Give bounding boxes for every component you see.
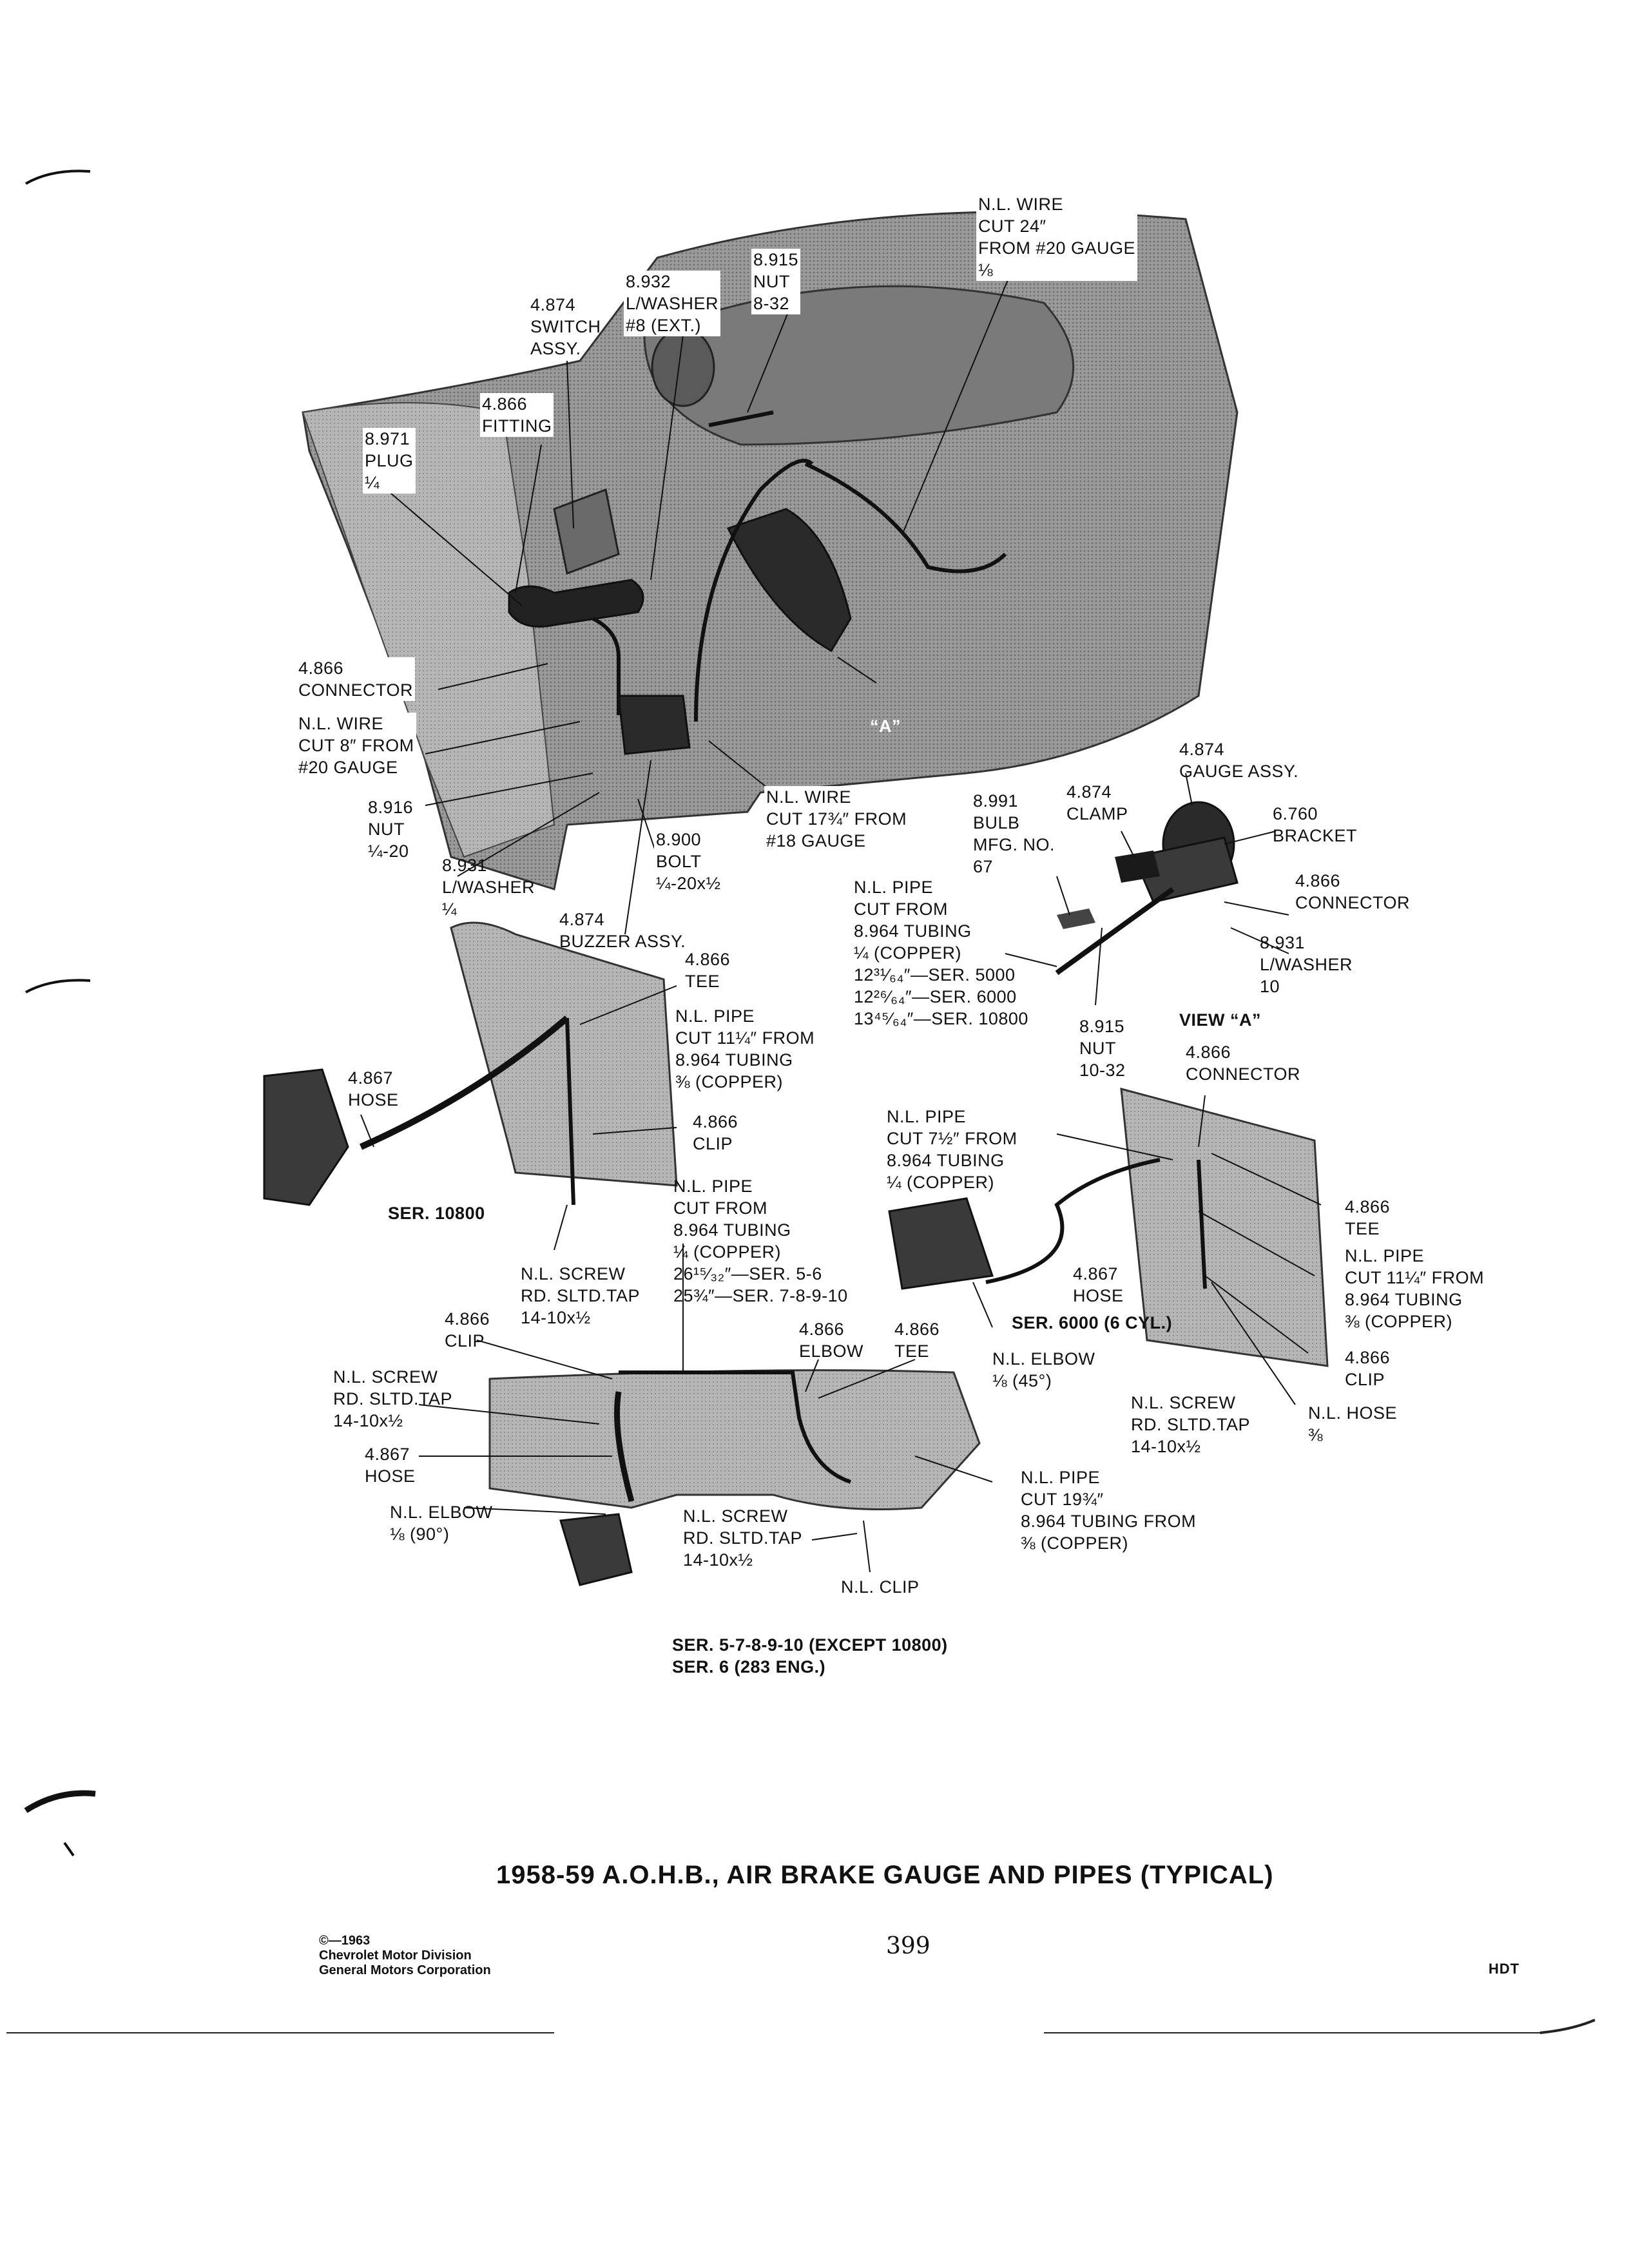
label-hose-4867-6000: 4.867 HOSE [1073, 1264, 1124, 1305]
label-buzzer-4874: 4.874 BUZZER ASSY. [559, 910, 686, 951]
label-nl-screw-10800: N.L. SCREW RD. SLTD.TAP 14-10x½ [521, 1264, 641, 1327]
bulb-detail [1057, 908, 1095, 929]
label-nl-wire-8: N.L. WIRE CUT 8″ FROM #20 GAUGE [296, 713, 416, 778]
label-clamp-4874: 4.874 CLAMP [1066, 782, 1128, 823]
gauge-bezel-a [726, 508, 852, 653]
gauge-bracket-detail [1132, 836, 1239, 903]
footer-copyright: ©—1963 [319, 1934, 371, 1948]
label-bracket-6760: 6.760 BRACKET [1273, 804, 1358, 845]
label-nl-pipe-1114-6000: N.L. PIPE CUT 11¼″ FROM 8.964 TUBING ⅜ (… [1345, 1246, 1485, 1331]
label-view-a-title: VIEW “A” [1179, 1010, 1262, 1030]
dashboard-illustration [302, 211, 1239, 890]
buzzer-body [617, 695, 691, 755]
ser-10800-hose [359, 1015, 570, 1150]
label-tee-4866-6000: 4.866 TEE [1345, 1197, 1391, 1238]
label-nut-8916: 8.916 NUT ¼-20 [366, 796, 416, 862]
label-ser-6000: SER. 6000 (6 CYL.) [1012, 1313, 1173, 1332]
label-nl-pipe-cut-from: N.L. PIPE CUT FROM 8.964 TUBING ¼ (COPPE… [673, 1177, 848, 1305]
label-nl-pipe-1934: N.L. PIPE CUT 19¾″ 8.964 TUBING FROM ⅜ (… [1021, 1468, 1197, 1553]
label-hose-4867-lower: 4.867 HOSE [365, 1445, 416, 1486]
label-lwasher-8931-left: 8.931 L/WASHER ¼ [442, 856, 535, 919]
bottom-rules [6, 2019, 1595, 2034]
label-connector-4866-6000: 4.866 CONNECTOR [1186, 1043, 1301, 1084]
label-elbow-4866: 4.866 ELBOW [799, 1320, 864, 1361]
label-clip-4866-10800: 4.866 CLIP [691, 1111, 740, 1155]
ser-10800-panel [450, 921, 678, 1187]
lower-valve [559, 1513, 633, 1586]
gauge-opening [651, 327, 715, 407]
label-nl-pipe-1114-10800: N.L. PIPE CUT 11¼″ FROM 8.964 TUBING ⅜ (… [673, 1005, 817, 1093]
view-a-pipe [1055, 887, 1175, 975]
lower-pipe-main [619, 1370, 851, 1484]
label-ser-lower: SER. 5-7-8-9-10 (EXCEPT 10800) SER. 6 (2… [672, 1635, 948, 1677]
label-bulb-8991: 8.991 BULB MFG. NO. 67 [973, 791, 1055, 876]
page-number: 399 [886, 1933, 930, 1959]
label-nl-screw-lower-mid: N.L. SCREW RD. SLTD.TAP 14-10x½ [683, 1506, 803, 1570]
label-nl-wire-24: N.L. WIRE CUT 24″ FROM #20 GAUGE ⅛ [976, 193, 1138, 281]
label-switch-4874: 4.874 SWITCH ASSY. [530, 295, 601, 358]
lower-panel [488, 1369, 981, 1510]
dash-panel-left [302, 402, 555, 858]
label-clip-4866-lower: 4.866 CLIP [445, 1309, 490, 1350]
footer-division: Chevrolet Motor Division [319, 1948, 472, 1963]
label-connector-4866-left: 4.866 CONNECTOR [296, 657, 416, 701]
figure-caption: 1958-59 A.O.H.B., AIR BRAKE GAUGE AND PI… [496, 1861, 1274, 1889]
label-clip-4866-6000: 4.866 CLIP [1345, 1348, 1391, 1389]
ser-6000-valve [888, 1197, 994, 1290]
scan-mark-top [25, 169, 91, 185]
view-a-illustration [1055, 801, 1239, 975]
label-nl-elbow-90: N.L. ELBOW ⅛ (90°) [390, 1503, 493, 1544]
label-bolt-8900: 8.900 BOLT ¼-20x½ [654, 829, 723, 894]
label-nut-8915-8-32: 8.915 NUT 8-32 [751, 249, 801, 314]
label-plug-8971: 8.971 PLUG ¼ [363, 428, 416, 494]
scan-marks [24, 169, 96, 1857]
ser-10800-valve [263, 1068, 349, 1206]
label-nl-screw-lower-left: N.L. SCREW RD. SLTD.TAP 14-10x½ [333, 1367, 453, 1430]
scan-mark-mid [25, 979, 91, 994]
label-lwasher-8932: 8.932 L/WASHER #8 (EXT.) [624, 271, 721, 336]
ser-6000-illustration [888, 1087, 1329, 1367]
footer-corporation: General Motors Corporation [319, 1963, 491, 1977]
switch-body [553, 488, 620, 575]
ser-6000-pipe-vert [1197, 1159, 1207, 1289]
instrument-hood [643, 285, 1075, 446]
ser-10800-pipe [565, 1017, 575, 1206]
label-nl-clip-lower: N.L. CLIP [841, 1577, 920, 1597]
label-nl-screw-6000: N.L. SCREW RD. SLTD.TAP 14-10x½ [1131, 1393, 1251, 1456]
label-connector-4866-view: 4.866 CONNECTOR [1295, 871, 1411, 912]
clamp-detail [1115, 850, 1160, 883]
label-nl-pipe-712: N.L. PIPE CUT 7½″ FROM 8.964 TUBING ¼ (C… [887, 1107, 1017, 1192]
label-hose-4867-10800: 4.867 HOSE [348, 1068, 399, 1110]
document-code: HDT [1489, 1961, 1520, 1977]
leader-lines [360, 270, 1322, 1573]
label-nl-hose-6000: N.L. HOSE ⅜ [1308, 1403, 1398, 1445]
label-tee-4866-10800: 4.866 TEE [685, 950, 731, 991]
label-view-a-marker: “A” [870, 716, 901, 736]
fitting-cluster [508, 579, 644, 628]
label-lwasher-8931-view: 8.931 L/WASHER 10 [1260, 933, 1353, 996]
label-nut-8915-10-32: 8.915 NUT 10-32 [1079, 1017, 1126, 1080]
label-nl-pipe-view: N.L. PIPE CUT FROM 8.964 TUBING ¼ (COPPE… [854, 878, 1028, 1028]
lower-hose [614, 1391, 635, 1503]
label-tee-4866-lower: 4.866 TEE [894, 1320, 940, 1361]
label-nl-wire-1734: N.L. WIRE CUT 17¾″ FROM #18 GAUGE [764, 786, 909, 852]
lower-illustration [488, 1369, 981, 1586]
label-fitting-4866: 4.866 FITTING [480, 393, 554, 437]
scan-mark-low-tick [63, 1841, 75, 1857]
ser-6000-panel [1120, 1087, 1329, 1367]
scan-mark-low [24, 1790, 96, 1813]
label-nl-elbow-45: N.L. ELBOW ⅛ (45°) [992, 1349, 1095, 1390]
label-ser-10800: SER. 10800 [388, 1204, 485, 1223]
ser-10800-illustration [263, 921, 678, 1206]
ser-6000-pipe [985, 1158, 1161, 1284]
wiring-harness [592, 410, 1007, 722]
label-gauge-4874: 4.874 GAUGE ASSY. [1179, 740, 1299, 781]
